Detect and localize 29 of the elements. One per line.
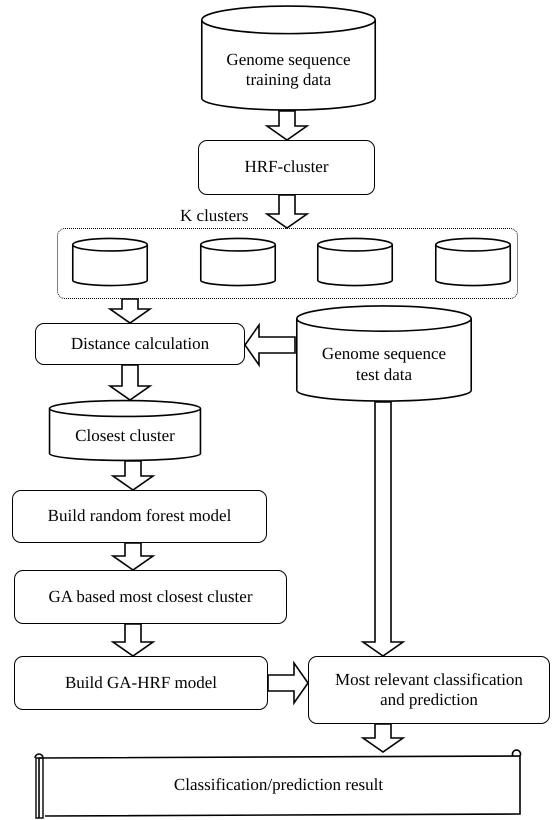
process-box bbox=[198, 140, 375, 195]
node-label: Build GA-HRF model bbox=[64, 672, 218, 694]
node-label: Classification/prediction result bbox=[174, 774, 384, 796]
block-arrow bbox=[267, 660, 309, 706]
node-label: GA based most closest cluster bbox=[48, 586, 252, 608]
block-arrow bbox=[110, 623, 156, 657]
process-box bbox=[308, 656, 550, 724]
block-arrow bbox=[110, 542, 156, 571]
process-box bbox=[14, 570, 287, 624]
cluster-group bbox=[57, 228, 518, 299]
block-arrow bbox=[264, 110, 310, 141]
node-label: Closest cluster bbox=[75, 426, 175, 447]
node-label: Genome sequence test data bbox=[320, 344, 448, 385]
group-caption: K clusters bbox=[180, 206, 248, 226]
block-arrow bbox=[107, 298, 153, 324]
node-label: Build random forest model bbox=[48, 506, 232, 527]
node-label: HRF-cluster bbox=[244, 157, 329, 178]
process-box bbox=[12, 490, 267, 543]
node-label: Genome sequence training data bbox=[225, 50, 352, 90]
block-arrow bbox=[244, 322, 296, 368]
block-arrow bbox=[110, 460, 156, 491]
node-label: Most relevant classification and prediction bbox=[334, 670, 524, 710]
node-label: Distance calculation bbox=[70, 334, 210, 354]
process-box bbox=[14, 656, 268, 710]
block-arrow bbox=[264, 194, 310, 229]
block-arrow bbox=[360, 723, 406, 753]
block-arrow bbox=[107, 364, 153, 401]
process-box bbox=[35, 323, 245, 365]
block-arrow bbox=[360, 401, 406, 657]
